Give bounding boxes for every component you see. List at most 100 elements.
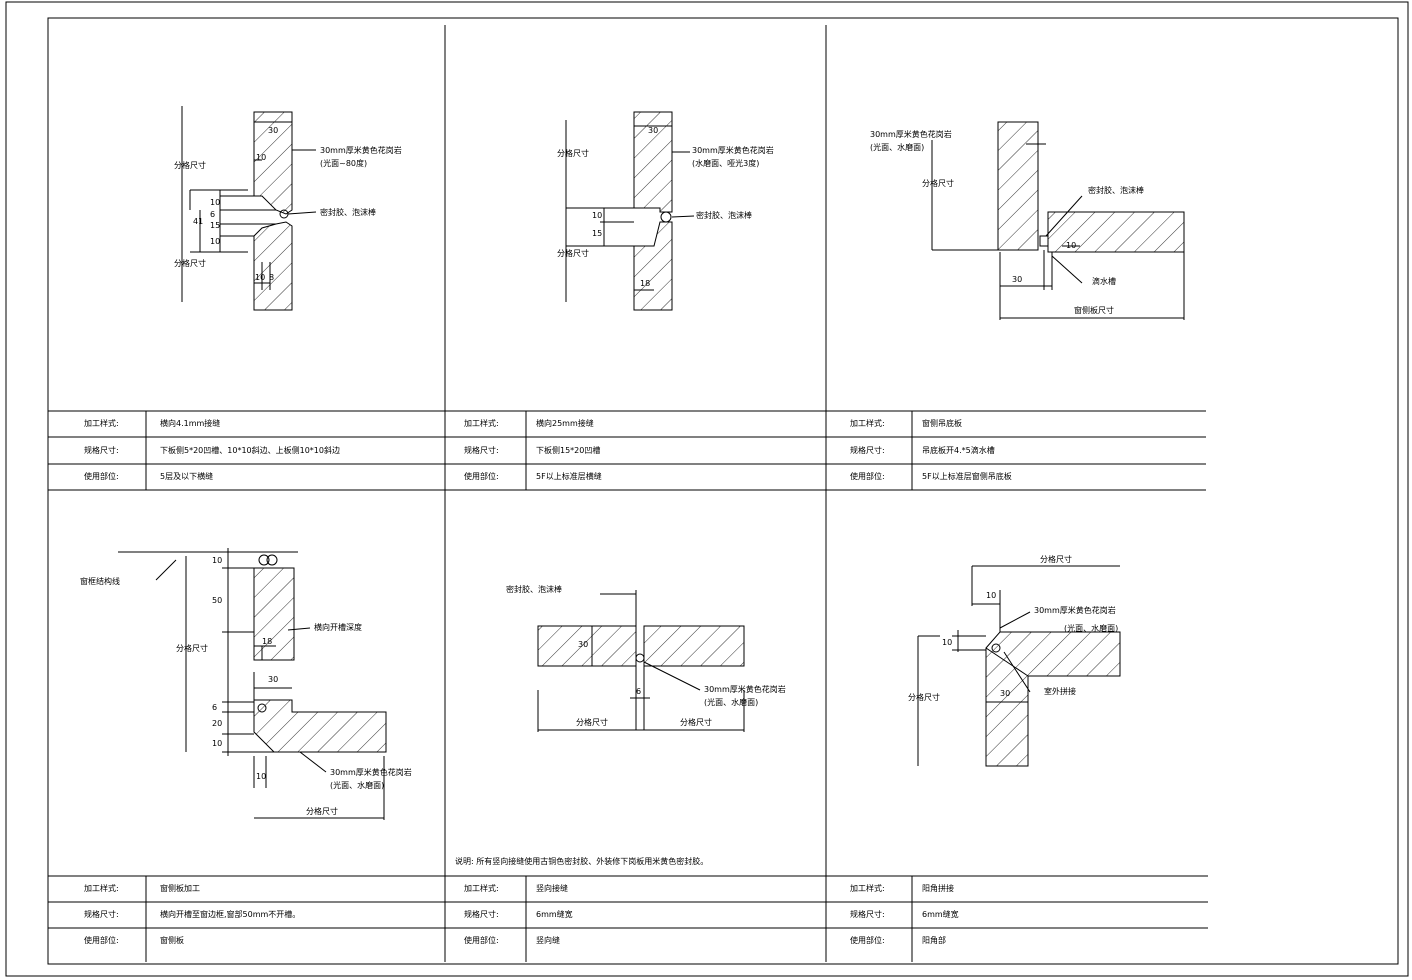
table1-col1-value-2: 下板侧5*20凹槽、10*10斜边、上板侧10*10斜边 [160,446,340,455]
detail-3-seal-callout: 密封胶、泡沫棒 [1088,186,1144,195]
detail-4-dim-50: 50 [212,596,223,605]
detail-6-dim-30: 30 [1000,689,1011,698]
table1-col1-label-3: 使用部位: [84,472,119,481]
detail-5-stone-callout-sub: (光面、水磨面) [704,698,759,707]
detail-2-side-top: 分格尺寸 [557,149,589,158]
detail-1-stone-callout-sub: (光面~80度) [320,159,368,168]
detail-5-drawing [537,590,745,732]
detail-4-dim-10-mid: 10 [212,739,223,748]
table1-col2-value-1: 横向25mm接缝 [536,419,594,428]
detail-2-dim-10: 10 [592,211,603,220]
table2-col1-value-1: 窗侧板加工 [160,884,200,893]
detail-5-stone-callout: 30mm厚米黄色花岗岩 [704,685,786,694]
detail-4-stone-callout-sub: (光面、水磨面) [330,781,385,790]
table1-col2-value-2: 下板侧15*20凹槽 [536,446,601,455]
table2-col1-label-1: 加工样式: [84,884,119,893]
detail-4-drawing [118,548,387,820]
detail-1-dim-15: 15 [210,221,221,230]
table1-col1-label-2: 规格尺寸: [84,446,119,455]
table2-col3-value-3: 阳角部 [922,936,946,945]
detail-5-seal-callout: 密封胶、泡沫棒 [506,585,562,594]
detail-2-side-bottom: 分格尺寸 [557,249,589,258]
table2-col3-label-3: 使用部位: [850,936,885,945]
detail-6-stone-callout-sub: (光面、水磨面) [1064,624,1119,633]
detail-6-stone-callout: 30mm厚米黄色花岗岩 [1034,606,1116,615]
detail-1-dim-10-top: 10 [256,153,267,162]
table2-col2-label-2: 规格尺寸: [464,910,499,919]
drawing-note: 说明: 所有竖向接缝使用古铜色密封胶、外装修下岗板用米黄色密封胶。 [455,857,709,866]
detail-4-stone-callout: 30mm厚米黄色花岗岩 [330,768,412,777]
detail-5-left-bottom: 分格尺寸 [576,718,608,727]
table1-col2-label-3: 使用部位: [464,472,499,481]
detail-2-dim-18: 18 [640,279,651,288]
detail-2-dim-15: 15 [592,229,603,238]
detail-4-dim-10-bottom: 10 [256,772,267,781]
detail-4-dim-18: 18 [262,637,273,646]
table1-col3-label-2: 规格尺寸: [850,446,885,455]
detail-3-stone-callout: 30mm厚米黄色花岗岩 [870,130,952,139]
table2-col2-value-2: 6mm缝宽 [536,910,573,919]
detail-2-stone-callout: 30mm厚米黄色花岗岩 [692,146,774,155]
table1-col1-value-3: 5层及以下横缝 [160,472,214,481]
table2-col2-value-1: 竖向接缝 [536,884,568,893]
detail-3-drawing [931,121,1185,320]
table1-col2-value-3: 5F以上标准层横缝 [536,472,602,481]
detail-4-side: 分格尺寸 [176,644,208,653]
detail-3-dim-30: 30 [1012,275,1023,284]
detail-1-stone-callout: 30mm厚米黄色花岗岩 [320,146,402,155]
table1-col3-value-3: 5F以上标准层窗侧吊底板 [922,472,1012,481]
detail-6-dim-10-left: 10 [942,638,953,647]
detail-1-side-top: 分格尺寸 [174,161,206,170]
detail-1-dim-10-upper: 10 [210,198,221,207]
inner-frame [47,17,1399,965]
detail-1-dim-8: 8 [269,273,275,282]
table1-col2-label-1: 加工样式: [464,419,499,428]
detail-4-dim-30: 30 [268,675,279,684]
detail-4-dim-6: 6 [212,703,218,712]
detail-1-dim-30: 30 [268,126,279,135]
detail-4-bottom: 分格尺寸 [306,807,338,816]
table1-col3-value-1: 窗侧吊底板 [922,419,962,428]
detail-1-dim-41: 41 [193,217,204,226]
detail-5-dim-30: 30 [578,640,589,649]
table2-col1-value-3: 窗侧板 [160,936,184,945]
table2-col3-value-2: 6mm缝宽 [922,910,959,919]
detail-2-drawing [565,111,695,311]
detail-1-drawing [181,106,317,311]
table2-col2-label-1: 加工样式: [464,884,499,893]
detail-6-top: 分格尺寸 [1040,555,1072,564]
detail-6-joint-callout: 室外拼接 [1044,687,1076,696]
table2-col3-label-2: 规格尺寸: [850,910,885,919]
detail-1-dim-6: 6 [210,210,216,219]
table2-col2-label-3: 使用部位: [464,936,499,945]
detail-6-dim-10-top: 10 [986,591,997,600]
detail-2-seal-callout: 密封胶、泡沫棒 [696,211,752,220]
detail-3-side: 分格尺寸 [922,179,954,188]
table2-col1-label-3: 使用部位: [84,936,119,945]
detail-1-seal-callout: 密封胶、泡沫棒 [320,208,376,217]
table1-col2-label-2: 规格尺寸: [464,446,499,455]
outer-frame [5,1,1409,977]
detail-4-slot-callout: 横向开槽深度 [314,623,362,632]
detail-3-dim-10: 10 [1066,241,1077,250]
detail-6-drawing [917,565,1121,767]
detail-2-stone-callout-sub: (水磨面、哑光3度) [692,159,760,168]
table2-col3-label-1: 加工样式: [850,884,885,893]
detail-1-dim-10-lower: 10 [210,237,221,246]
table1-col3-value-2: 吊底板开4.*5滴水槽 [922,446,995,455]
detail-4-window-callout: 窗框结构线 [80,577,120,586]
detail-3-bottom: 窗侧板尺寸 [1074,306,1114,315]
detail-4-dim-20: 20 [212,719,223,728]
detail-3-stone-callout-sub: (光面、水磨面) [870,143,925,152]
detail-5-right-bottom: 分格尺寸 [680,718,712,727]
table2-col1-label-2: 规格尺寸: [84,910,119,919]
detail-3-drip-callout: 滴水槽 [1092,277,1116,286]
detail-1-side-bottom: 分格尺寸 [174,259,206,268]
table2-col1-value-2: 横向开槽至窗边框,窗部50mm不开槽。 [160,910,301,919]
table1-col3-label-3: 使用部位: [850,472,885,481]
table1-col1-value-1: 横向4.1mm接缝 [160,419,221,428]
detail-1-dim-10-bottom: 10 [255,273,266,282]
detail-4-dim-10-top: 10 [212,556,223,565]
detail-6-side: 分格尺寸 [908,693,940,702]
